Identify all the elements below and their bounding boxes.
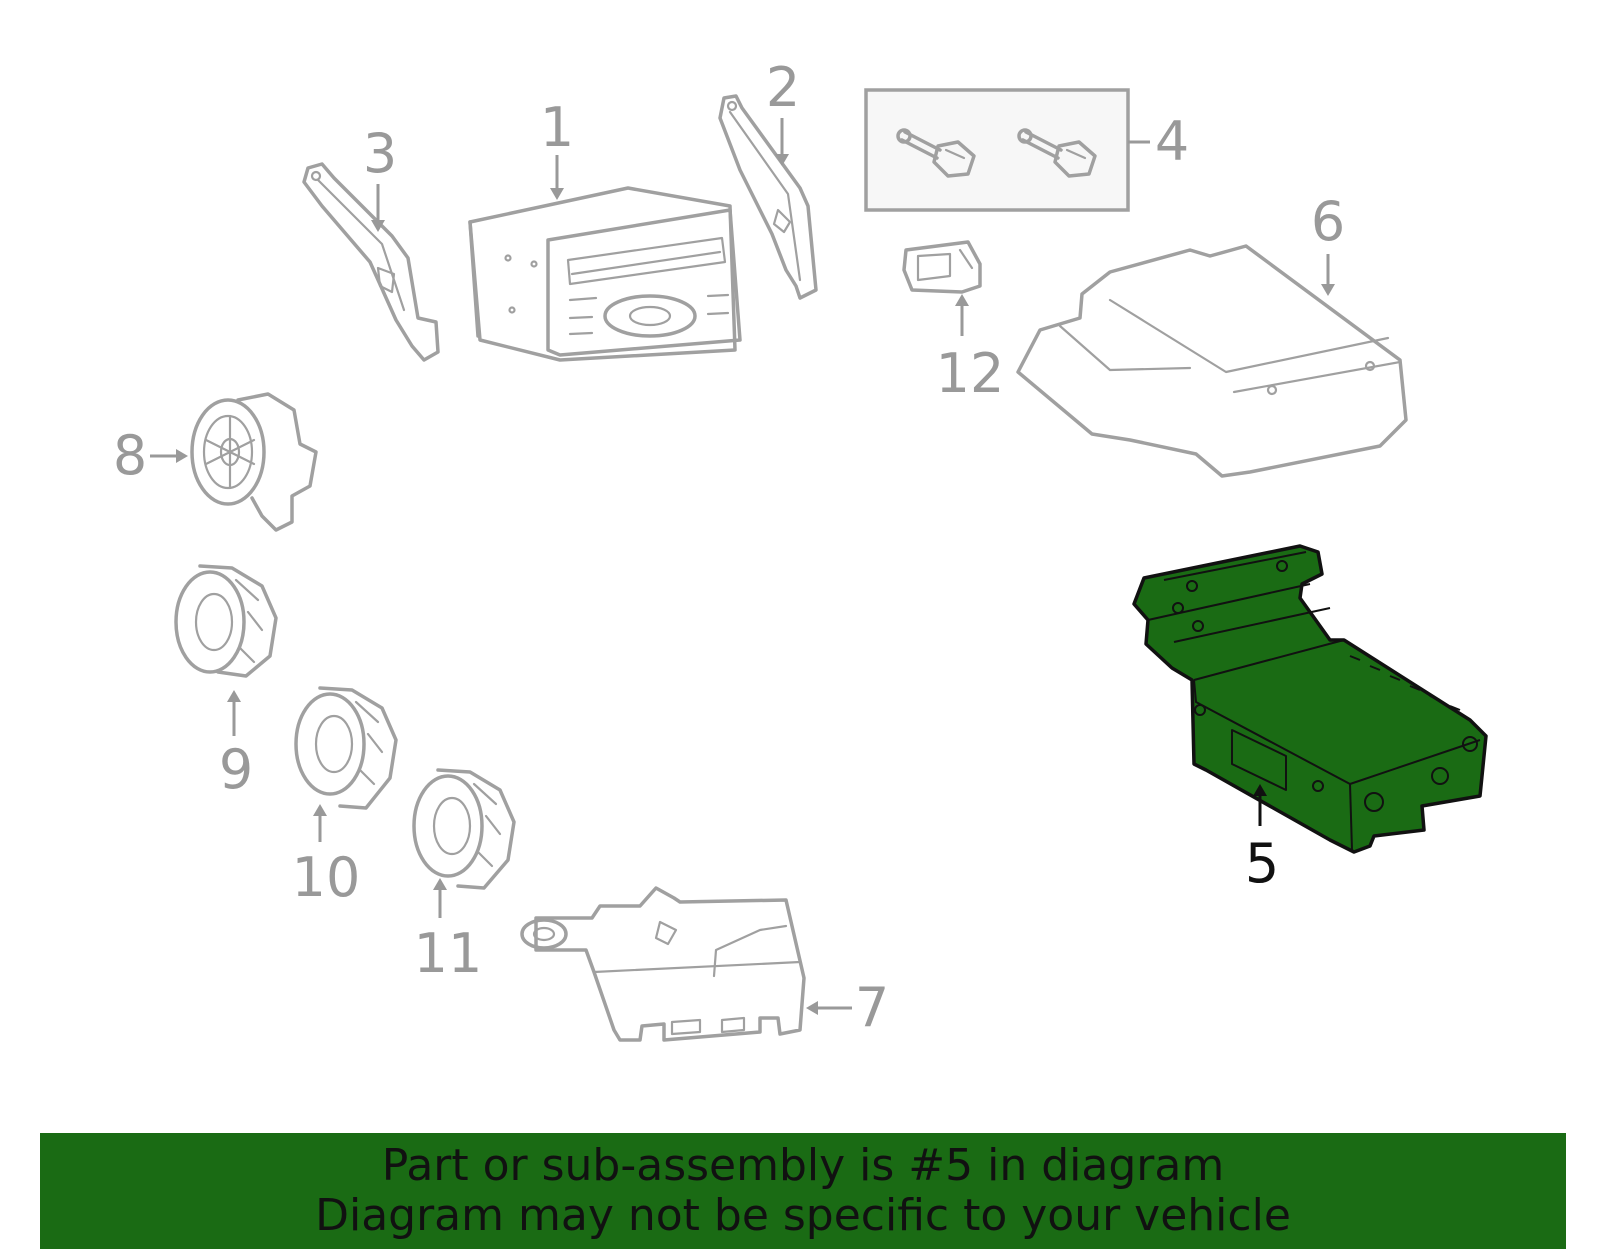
part-7-module[interactable]	[520, 886, 806, 1042]
callout-12[interactable]: 12	[936, 342, 1005, 405]
callout-5[interactable]: 5	[1245, 832, 1279, 895]
callout-10[interactable]: 10	[292, 846, 361, 909]
callout-4[interactable]: 4	[1155, 110, 1189, 173]
callout-3[interactable]: 3	[363, 122, 397, 185]
leader-lines	[150, 118, 1335, 1015]
bolt-icon	[896, 128, 976, 178]
callout-1[interactable]: 1	[540, 96, 574, 159]
part-4-bolts[interactable]	[864, 88, 1130, 212]
part-12-switch[interactable]	[902, 240, 982, 294]
banner-line-2: Diagram may not be specific to your vehi…	[315, 1190, 1291, 1241]
banner-line-1: Part or sub-assembly is #5 in diagram	[381, 1140, 1225, 1191]
part-10-tweeter[interactable]	[294, 686, 398, 810]
part-3-left-bracket[interactable]	[302, 162, 440, 362]
bolt-icon	[1017, 128, 1097, 178]
part-1-radio-receiver[interactable]	[468, 186, 742, 362]
part-9-tweeter[interactable]	[174, 564, 278, 678]
callout-11[interactable]: 11	[414, 922, 483, 985]
callout-6[interactable]: 6	[1311, 190, 1345, 253]
callout-9[interactable]: 9	[219, 738, 253, 801]
callout-7[interactable]: 7	[855, 976, 889, 1039]
callout-8[interactable]: 8	[113, 424, 147, 487]
part-11-tweeter[interactable]	[412, 768, 516, 890]
callout-2[interactable]: 2	[766, 56, 800, 119]
part-8-speaker[interactable]	[190, 392, 318, 532]
info-banner: Part or sub-assembly is #5 in diagram Di…	[40, 1133, 1566, 1249]
part-6-cover[interactable]	[1016, 244, 1408, 478]
part-2-right-bracket[interactable]	[718, 94, 818, 300]
part-5-amplifier-highlighted[interactable]	[1132, 544, 1488, 854]
